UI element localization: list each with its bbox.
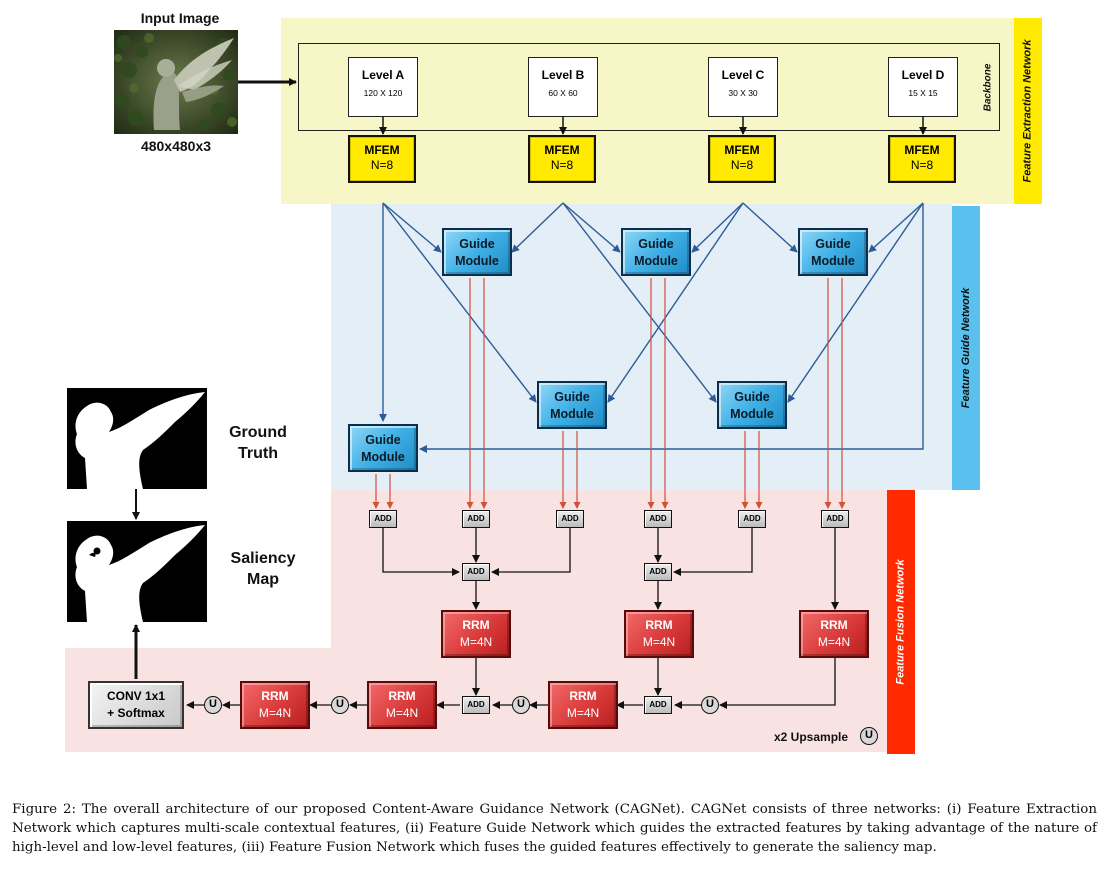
input-image-size: 480x480x3 bbox=[140, 138, 212, 154]
level-d-dims: 15 X 15 bbox=[908, 88, 938, 98]
rrm-upper-3-title: RRM bbox=[820, 618, 848, 632]
rrm-lower-1-title: RRM bbox=[569, 689, 597, 703]
feature-guide-tab: Feature Guide Network bbox=[952, 206, 980, 490]
ground-truth-label: Ground Truth bbox=[222, 422, 294, 464]
add-bottom-right: ADD bbox=[644, 696, 672, 714]
input-image-title: Input Image bbox=[140, 10, 220, 26]
input-image bbox=[114, 30, 238, 134]
mfem-c: MFEM N=8 bbox=[708, 135, 776, 183]
rrm-lower-2: RRM M=4N bbox=[367, 681, 437, 729]
guide-module-6-line2: Module bbox=[361, 450, 405, 464]
level-a-box: Level A 120 X 120 bbox=[348, 57, 418, 117]
add-bottom-left: ADD bbox=[462, 696, 490, 714]
add-merge-left: ADD bbox=[462, 563, 490, 581]
upsample-legend: x2 Upsample bbox=[774, 730, 849, 744]
guide-module-5: Guide Module bbox=[717, 381, 787, 429]
level-b-box: Level B 60 X 60 bbox=[528, 57, 598, 117]
mfem-c-title: MFEM bbox=[724, 143, 760, 157]
level-a-dims: 120 X 120 bbox=[363, 88, 403, 98]
upsample-legend-icon: U bbox=[860, 727, 878, 745]
add-block-2: ADD bbox=[462, 510, 490, 528]
level-c-box: Level C 30 X 30 bbox=[708, 57, 778, 117]
rrm-lower-3-param: M=4N bbox=[258, 706, 292, 720]
rrm-lower-3: RRM M=4N bbox=[240, 681, 310, 729]
guide-module-6: Guide Module bbox=[348, 424, 418, 472]
mfem-d-param: N=8 bbox=[910, 158, 934, 172]
guide-module-2-line1: Guide bbox=[638, 237, 674, 251]
rrm-upper-2-param: M=4N bbox=[642, 635, 676, 649]
mfem-a: MFEM N=8 bbox=[348, 135, 416, 183]
guide-module-4: Guide Module bbox=[537, 381, 607, 429]
rrm-lower-2-title: RRM bbox=[388, 689, 416, 703]
conv-softmax-block: CONV 1x1 + Softmax bbox=[88, 681, 184, 729]
rrm-upper-2-title: RRM bbox=[645, 618, 673, 632]
level-d-box: Level D 15 X 15 bbox=[888, 57, 958, 117]
ground-truth-line1: Ground bbox=[229, 424, 287, 441]
guide-module-5-line2: Module bbox=[730, 407, 774, 421]
guide-module-3: Guide Module bbox=[798, 228, 868, 276]
rrm-lower-1: RRM M=4N bbox=[548, 681, 618, 729]
guide-module-1-line2: Module bbox=[455, 254, 499, 268]
guide-module-2: Guide Module bbox=[621, 228, 691, 276]
upsample-icon-3: U bbox=[331, 696, 349, 714]
guide-module-4-line2: Module bbox=[550, 407, 594, 421]
level-c-title: Level C bbox=[721, 68, 765, 82]
rrm-lower-1-param: M=4N bbox=[566, 706, 600, 720]
rrm-upper-3: RRM M=4N bbox=[799, 610, 869, 658]
saliency-map-image bbox=[67, 521, 207, 622]
mfem-b: MFEM N=8 bbox=[528, 135, 596, 183]
saliency-map-line1: Saliency bbox=[230, 550, 296, 567]
mfem-a-title: MFEM bbox=[364, 143, 400, 157]
ground-truth-image bbox=[67, 388, 207, 489]
add-block-1: ADD bbox=[369, 510, 397, 528]
add-block-5: ADD bbox=[738, 510, 766, 528]
level-b-title: Level B bbox=[541, 68, 585, 82]
level-b-dims: 60 X 60 bbox=[548, 88, 578, 98]
mfem-d-title: MFEM bbox=[904, 143, 940, 157]
rrm-upper-3-param: M=4N bbox=[817, 635, 851, 649]
guide-module-2-line2: Module bbox=[634, 254, 678, 268]
figure-caption: Figure 2: The overall architecture of ou… bbox=[12, 802, 1097, 855]
upsample-icon-4: U bbox=[204, 696, 222, 714]
conv-line2: + Softmax bbox=[107, 706, 165, 720]
guide-module-4-line1: Guide bbox=[554, 390, 590, 404]
ground-truth-line2: Truth bbox=[238, 445, 278, 462]
saliency-map-label: Saliency Map bbox=[222, 548, 304, 590]
rrm-upper-1-title: RRM bbox=[462, 618, 490, 632]
mfem-d: MFEM N=8 bbox=[888, 135, 956, 183]
feature-fusion-tab: Feature Fusion Network bbox=[887, 490, 915, 754]
guide-module-5-line1: Guide bbox=[734, 390, 770, 404]
rrm-upper-1: RRM M=4N bbox=[441, 610, 511, 658]
guide-module-3-line2: Module bbox=[811, 254, 855, 268]
mfem-b-title: MFEM bbox=[544, 143, 580, 157]
conv-line1: CONV 1x1 bbox=[106, 689, 166, 703]
saliency-map-line2: Map bbox=[247, 571, 279, 588]
upsample-icon-2: U bbox=[512, 696, 530, 714]
level-d-title: Level D bbox=[901, 68, 945, 82]
level-c-dims: 30 X 30 bbox=[728, 88, 758, 98]
guide-module-1: Guide Module bbox=[442, 228, 512, 276]
add-block-3: ADD bbox=[556, 510, 584, 528]
mfem-a-param: N=8 bbox=[370, 158, 394, 172]
upsample-icon-1: U bbox=[701, 696, 719, 714]
guide-module-3-line1: Guide bbox=[815, 237, 851, 251]
feature-extraction-tab: Feature Extraction Network bbox=[1014, 18, 1042, 204]
mfem-c-param: N=8 bbox=[730, 158, 754, 172]
mfem-b-param: N=8 bbox=[550, 158, 574, 172]
rrm-lower-2-param: M=4N bbox=[385, 706, 419, 720]
add-merge-right: ADD bbox=[644, 563, 672, 581]
level-a-title: Level A bbox=[361, 68, 405, 82]
rrm-lower-3-title: RRM bbox=[261, 689, 289, 703]
add-block-4: ADD bbox=[644, 510, 672, 528]
add-block-6: ADD bbox=[821, 510, 849, 528]
backbone-box bbox=[298, 43, 1000, 131]
rrm-upper-2: RRM M=4N bbox=[624, 610, 694, 658]
guide-module-1-line1: Guide bbox=[459, 237, 495, 251]
guide-module-6-line1: Guide bbox=[365, 433, 401, 447]
rrm-upper-1-param: M=4N bbox=[459, 635, 493, 649]
